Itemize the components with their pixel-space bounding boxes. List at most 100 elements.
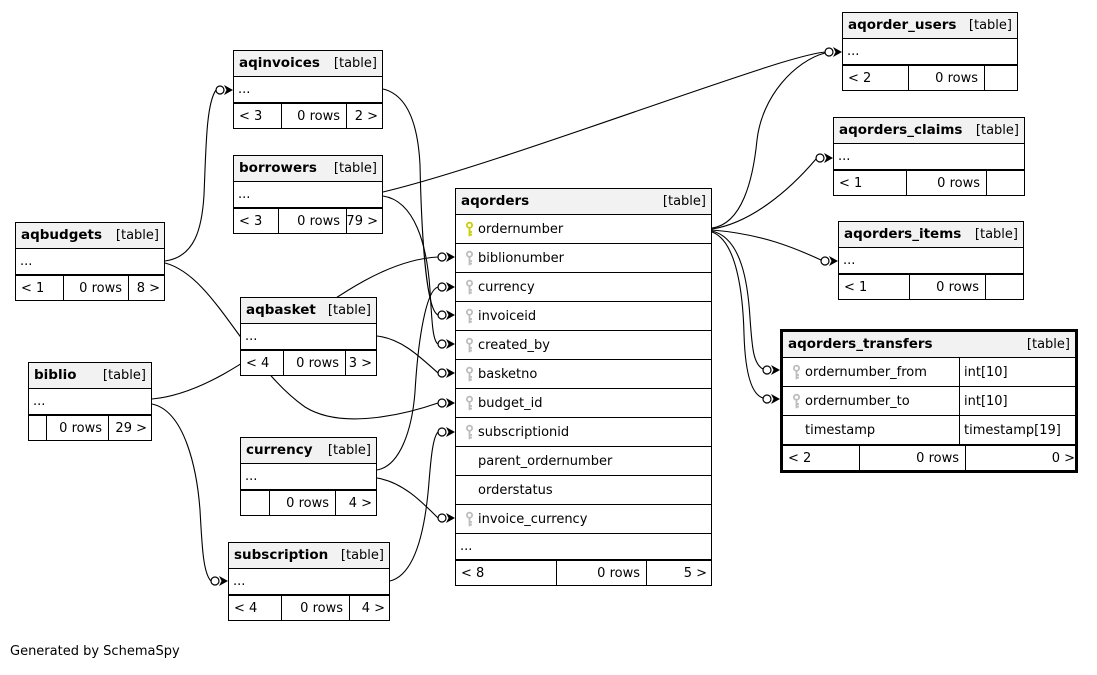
relationship-connector-4 [437,339,455,349]
column-row-orderstatus: orderstatus [456,476,711,505]
column-name-cell: ordernumber [456,215,711,243]
key-icon-wrap [460,337,478,354]
column-row-invoiceid: invoiceid [456,302,711,331]
table-name: aqorders [461,192,530,209]
hidden-columns-label: ... [233,574,246,589]
column-name-cell: invoice_currency [456,505,711,533]
hidden-columns-row: ... [16,249,164,275]
table-name: aqorder_users [848,16,957,33]
column-name-cell: subscriptionid [456,418,711,446]
table-header-borrowers[interactable]: borrowers[table] [234,156,382,182]
table-type-tag: [table] [1026,337,1070,352]
hidden-columns-row: ... [241,324,376,350]
table-type-tag: [table] [974,227,1018,242]
column-label: currency [478,279,535,295]
foreign-key-icon [465,279,473,294]
key-icon-wrap [787,364,805,381]
column-name-cell: invoiceid [456,302,711,330]
table-header-aqorders_claims[interactable]: aqorders_claims[table] [834,118,1024,144]
table-header-aqorders[interactable]: aqorders [table] [456,189,711,215]
relationship-line-4 [382,195,439,345]
column-label: timestamp [805,422,876,438]
footer-cell-1: 0 rows [269,491,335,515]
table-header-subscription[interactable]: subscription[table] [229,543,389,569]
table-name: aqbudgets [21,226,103,243]
hidden-columns-row: ... [843,39,1017,65]
key-icon-wrap [460,511,478,528]
foreign-key-icon [465,395,473,410]
table-header-currency[interactable]: currency[table] [241,438,376,464]
footer-cell-1: 0 rows [906,171,986,195]
relationship-connector-9 [210,576,228,586]
hidden-columns-label: ... [20,254,33,269]
relationship-line-7 [389,431,439,582]
column-label: subscriptionid [478,424,570,440]
relationship-connector-1 [437,252,455,262]
column-row-invoice_currency: invoice_currency [456,505,711,534]
key-icon-wrap [460,250,478,267]
relationship-line-9 [151,403,212,582]
table-name: aqorders_transfers [788,335,933,352]
column-name-cell: orderstatus [456,476,711,504]
foreign-key-icon [792,364,800,379]
hidden-columns-row: ... [839,248,1023,274]
relationship-connector-14 [762,394,780,404]
footer-cell-2: 79 > [346,209,384,233]
column-row-subscriptionid: subscriptionid [456,418,711,447]
foreign-key-icon [465,511,473,526]
table-header-aqinvoices[interactable]: aqinvoices[table] [234,51,382,77]
key-icon-wrap [460,308,478,325]
table-header-aqorders_transfers[interactable]: aqorders_transfers [table] [783,332,1075,358]
hidden-columns-label: ... [245,469,258,484]
table-name: aqorders_claims [839,121,963,138]
relationship-connector-2 [437,282,455,292]
footer-cell-0: < 1 [21,280,45,296]
table-type-tag: [table] [327,303,371,318]
table-header-aqbudgets[interactable]: aqbudgets[table] [16,223,164,249]
hidden-columns-label: ... [838,149,851,164]
column-row-parent_ordernumber: parent_ordernumber [456,447,711,476]
hidden-columns-label: ... [847,44,860,59]
footer-cell-2: 29 > [108,416,153,440]
hidden-columns-row: ... [234,77,382,103]
hidden-columns-label: ... [238,82,251,97]
table-header-biblio[interactable]: biblio[table] [29,363,151,389]
relationship-line-5 [376,335,439,374]
footer-cell-2: 3 > [345,351,378,375]
footer-cell-0: < 1 [839,175,863,191]
table-type-tag: [table] [340,548,384,563]
footer-cell-0: < 2 [788,450,812,466]
hidden-columns-row: ... [29,389,151,415]
relationship-connector-3 [437,310,455,320]
table-header-aqorder_users[interactable]: aqorder_users [table] [843,13,1017,39]
foreign-key-icon [465,308,473,323]
column-label: basketno [478,366,538,382]
footer-cell-1: 0 rows [556,561,646,585]
column-name-cell: parent_ordernumber [456,447,711,475]
key-icon-wrap [460,279,478,296]
foreign-key-icon [465,366,473,381]
relationship-connector-13 [762,365,780,375]
table-header-aqorders_items[interactable]: aqorders_items[table] [839,222,1023,248]
column-name-cell: ordernumber_from [783,358,959,386]
table-header-aqbasket[interactable]: aqbasket[table] [241,298,376,324]
relationship-connector-8 [437,513,455,523]
footer-cell-1: 0 rows [281,104,346,128]
table-type-tag: [table] [968,18,1012,33]
key-icon-wrap [460,395,478,412]
column-row-biblionumber: biblionumber [456,244,711,273]
table-type-tag: [table] [662,194,706,209]
column-label: budget_id [478,395,543,411]
